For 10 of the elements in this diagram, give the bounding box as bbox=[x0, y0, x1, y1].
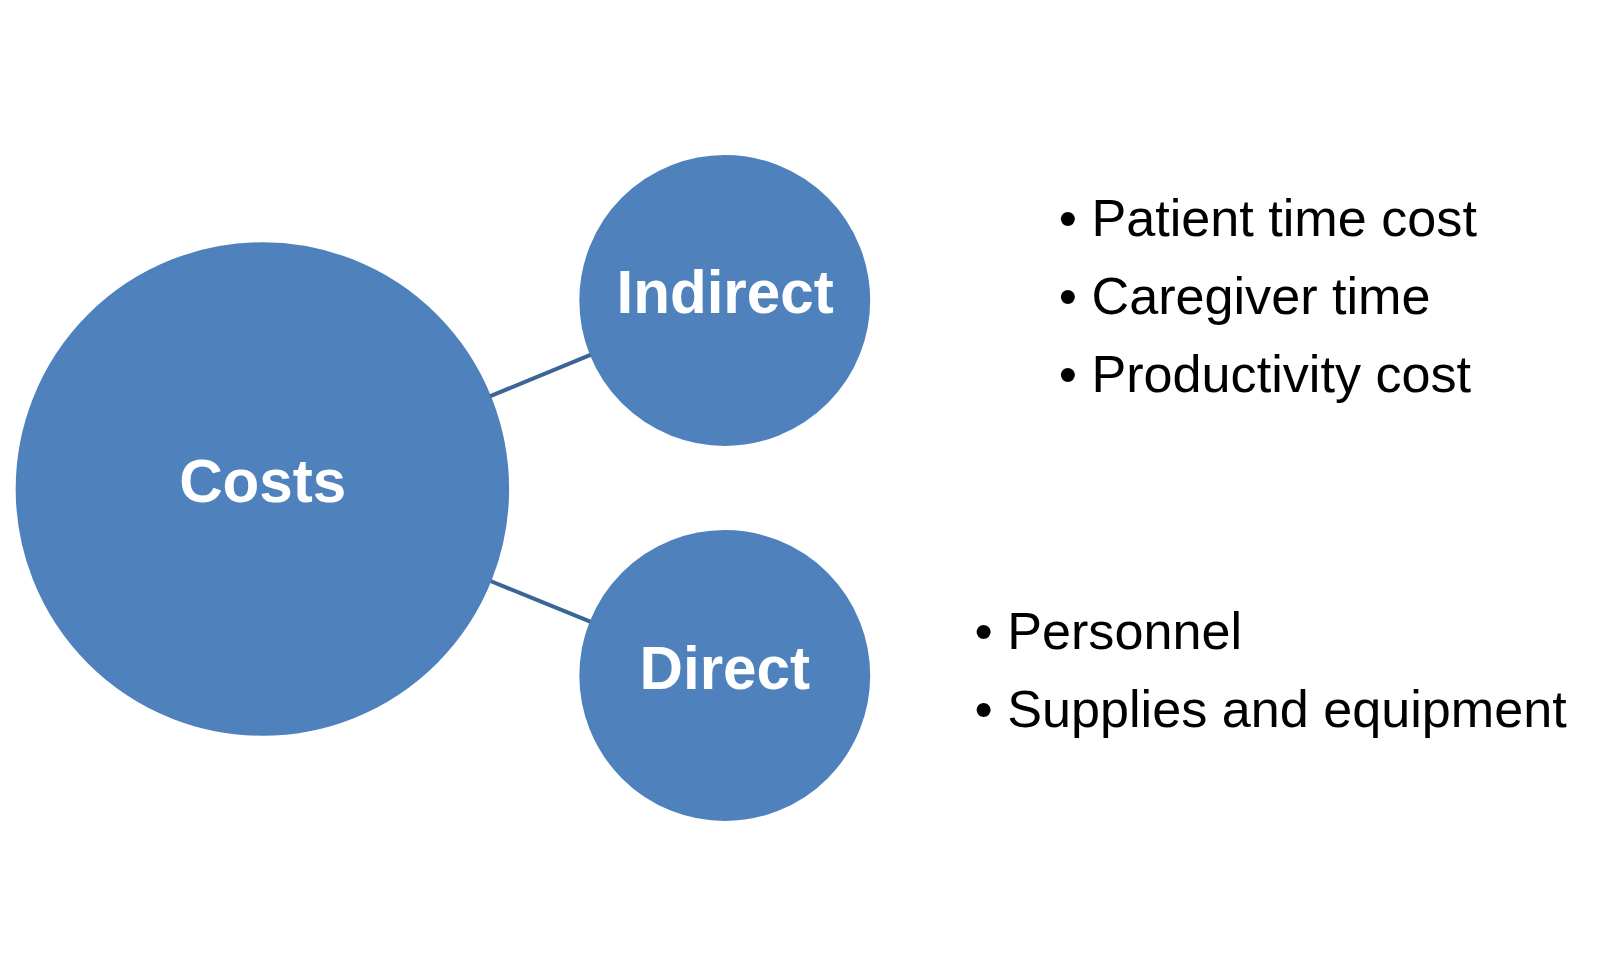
node-label: • Caregiver time bbox=[1058, 267, 1431, 326]
connector bbox=[490, 579, 592, 624]
node-circle: Indirect bbox=[579, 155, 871, 446]
node-label: • Patient time cost bbox=[1058, 188, 1477, 247]
node-label: • Personnel bbox=[974, 602, 1243, 661]
node-label: • Productivity cost bbox=[1058, 345, 1472, 404]
node-circle: Direct bbox=[579, 530, 871, 821]
node-label: • Supplies and equipment bbox=[974, 680, 1567, 739]
node-circle: Costs bbox=[15, 242, 510, 736]
connector bbox=[489, 353, 592, 398]
